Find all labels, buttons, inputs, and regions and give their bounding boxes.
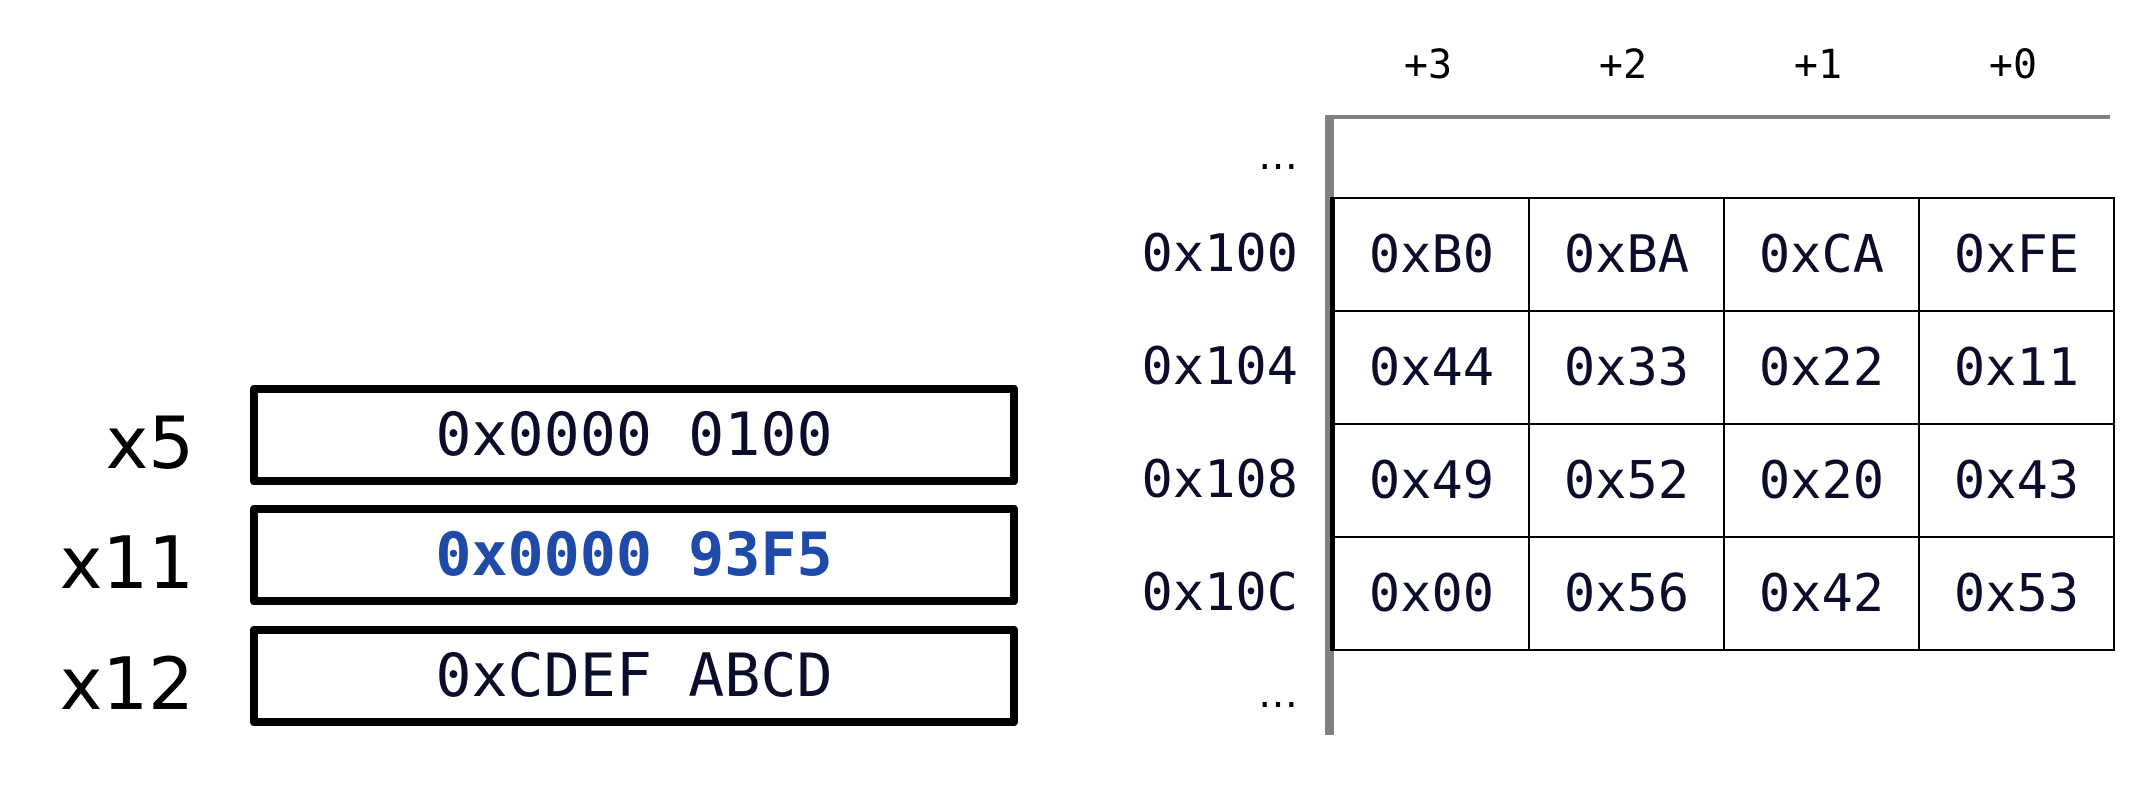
- memory-row: 0x00 0x56 0x42 0x53: [1330, 536, 2115, 651]
- register-value-x12: 0xCDEF ABCD: [250, 626, 1018, 726]
- memory-row: 0xB0 0xBA 0xCA 0xFE: [1330, 197, 2115, 312]
- row-address-0x100: 0x100: [1141, 224, 1298, 284]
- column-offset-3: +3: [1403, 42, 1453, 88]
- column-offset-2: +2: [1598, 42, 1648, 88]
- register-value-x11: 0x0000 93F5: [250, 505, 1018, 605]
- memory-byte-cell: 0x52: [1528, 423, 1725, 538]
- register-name-x5: x5: [105, 401, 194, 485]
- memory-byte-cell: 0x33: [1528, 310, 1725, 425]
- memory-byte-cell: 0x49: [1330, 423, 1530, 538]
- memory-byte-cell: 0x44: [1330, 310, 1530, 425]
- column-offset-0: +0: [1988, 42, 2038, 88]
- register-name-x11: x11: [59, 521, 194, 605]
- memory-byte-cell: 0x43: [1918, 423, 2115, 538]
- memory-byte-cell: 0xB0: [1330, 197, 1530, 312]
- register-value-x5: 0x0000 0100: [250, 385, 1018, 485]
- memory-byte-cell: 0xCA: [1723, 197, 1920, 312]
- memory-byte-cell: 0x42: [1723, 536, 1920, 651]
- ellipsis-top: …: [1258, 133, 1298, 179]
- memory-axis-horizontal: [1325, 115, 2110, 119]
- memory-byte-cell: 0x00: [1330, 536, 1530, 651]
- memory-byte-cell: 0x20: [1723, 423, 1920, 538]
- row-address-0x104: 0x104: [1141, 337, 1298, 397]
- row-address-0x10C: 0x10C: [1141, 563, 1298, 623]
- memory-byte-cell: 0x22: [1723, 310, 1920, 425]
- register-name-x12: x12: [59, 642, 194, 726]
- column-offset-1: +1: [1793, 42, 1843, 88]
- memory-byte-cell: 0x56: [1528, 536, 1725, 651]
- memory-byte-cell: 0x11: [1918, 310, 2115, 425]
- memory-grid: 0xB0 0xBA 0xCA 0xFE 0x44 0x33 0x22 0x11 …: [1330, 197, 2115, 651]
- memory-row: 0x44 0x33 0x22 0x11: [1330, 310, 2115, 425]
- ellipsis-bottom: …: [1258, 671, 1298, 717]
- memory-axis-vertical: [1325, 115, 1334, 735]
- row-address-0x108: 0x108: [1141, 450, 1298, 510]
- memory-byte-cell: 0x53: [1918, 536, 2115, 651]
- memory-byte-cell: 0xFE: [1918, 197, 2115, 312]
- memory-row: 0x49 0x52 0x20 0x43: [1330, 423, 2115, 538]
- memory-byte-cell: 0xBA: [1528, 197, 1725, 312]
